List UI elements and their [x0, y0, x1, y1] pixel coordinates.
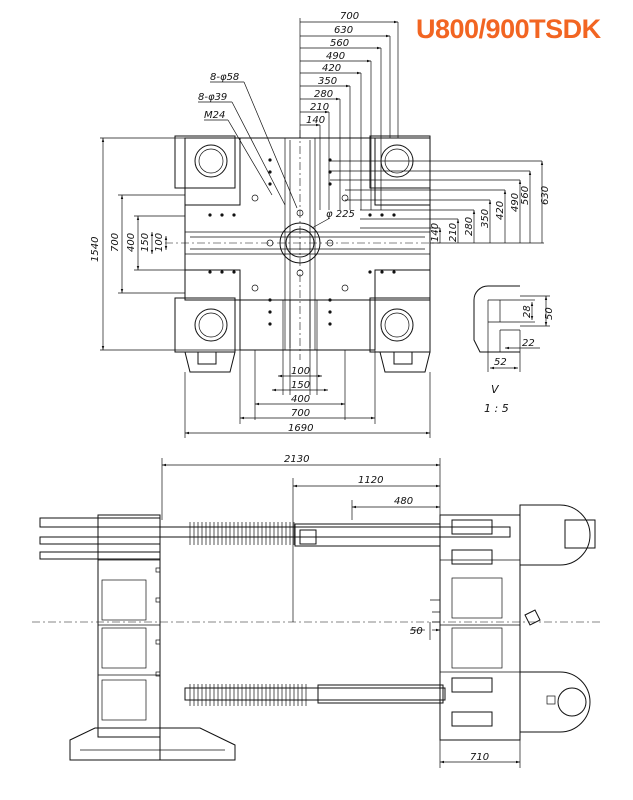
top-dimension-ladder: 700 630 560 490 420 350 280 210 140 — [299, 11, 399, 210]
dim-700-left: 700 — [110, 233, 121, 252]
dim-630-right: 630 — [540, 186, 551, 205]
note-8-phi39: 8-φ39 — [198, 92, 227, 103]
dim-280-right: 280 — [464, 217, 475, 236]
detail-dim-50: 50 — [544, 307, 555, 320]
dim-1690: 1690 — [288, 423, 313, 434]
dim-210: 210 — [310, 102, 329, 113]
dim-400-bottom: 400 — [291, 394, 310, 405]
bottom-dimension-group: 100 150 400 700 1690 — [184, 300, 431, 438]
dim-560-right: 560 — [520, 186, 531, 205]
dim-100-bottom: 100 — [291, 366, 310, 377]
detail-dim-28: 28 — [522, 305, 533, 318]
dim-280: 280 — [314, 89, 333, 100]
right-dimension-ladder: 140 210 280 350 420 490 560 630 — [330, 160, 551, 244]
dim-350-right: 350 — [480, 209, 491, 228]
front-view-platen — [165, 130, 440, 373]
hole-callouts: 8-φ58 8-φ39 M24 φ 225 — [198, 72, 355, 229]
detail-label: V — [491, 383, 500, 396]
dim-480: 480 — [394, 496, 413, 507]
dim-700-bottom: 700 — [291, 408, 310, 419]
dim-100-left: 100 — [154, 233, 165, 252]
dim-150-left: 150 — [140, 233, 151, 252]
note-m24: M24 — [204, 110, 225, 121]
dim-490-right: 490 — [510, 193, 521, 212]
detail-v: 28 50 52 22 V 1 : 5 — [473, 285, 555, 415]
dim-2130: 2130 — [284, 454, 309, 465]
dim-140-right: 140 — [430, 223, 441, 242]
dim-700: 700 — [340, 11, 359, 22]
dim-1120: 1120 — [358, 475, 383, 486]
dim-560: 560 — [330, 38, 349, 49]
dim-710: 710 — [470, 752, 489, 763]
detail-scale: 1 : 5 — [484, 402, 509, 415]
dim-140: 140 — [306, 115, 325, 126]
dim-420-right: 420 — [495, 201, 506, 220]
center-hole-diameter: φ 225 — [326, 209, 355, 220]
dim-210-right: 210 — [448, 223, 459, 242]
detail-dim-52: 52 — [494, 357, 507, 368]
left-dimension-group: 1540 700 400 150 100 — [90, 137, 240, 351]
dim-1540: 1540 — [90, 237, 101, 262]
dim-350: 350 — [318, 76, 337, 87]
dim-490: 490 — [326, 51, 345, 62]
dim-150-bottom: 150 — [291, 380, 310, 391]
dim-420: 420 — [322, 63, 341, 74]
note-8-phi58: 8-φ58 — [210, 72, 239, 83]
detail-dim-22: 22 — [522, 338, 535, 349]
machine-model-title: U800/900TSDK — [416, 14, 601, 44]
dim-630: 630 — [334, 25, 353, 36]
dim-400-left: 400 — [126, 233, 137, 252]
dim-50: 50 — [410, 626, 423, 637]
side-view-machine: 2130 1120 480 — [32, 454, 600, 768]
